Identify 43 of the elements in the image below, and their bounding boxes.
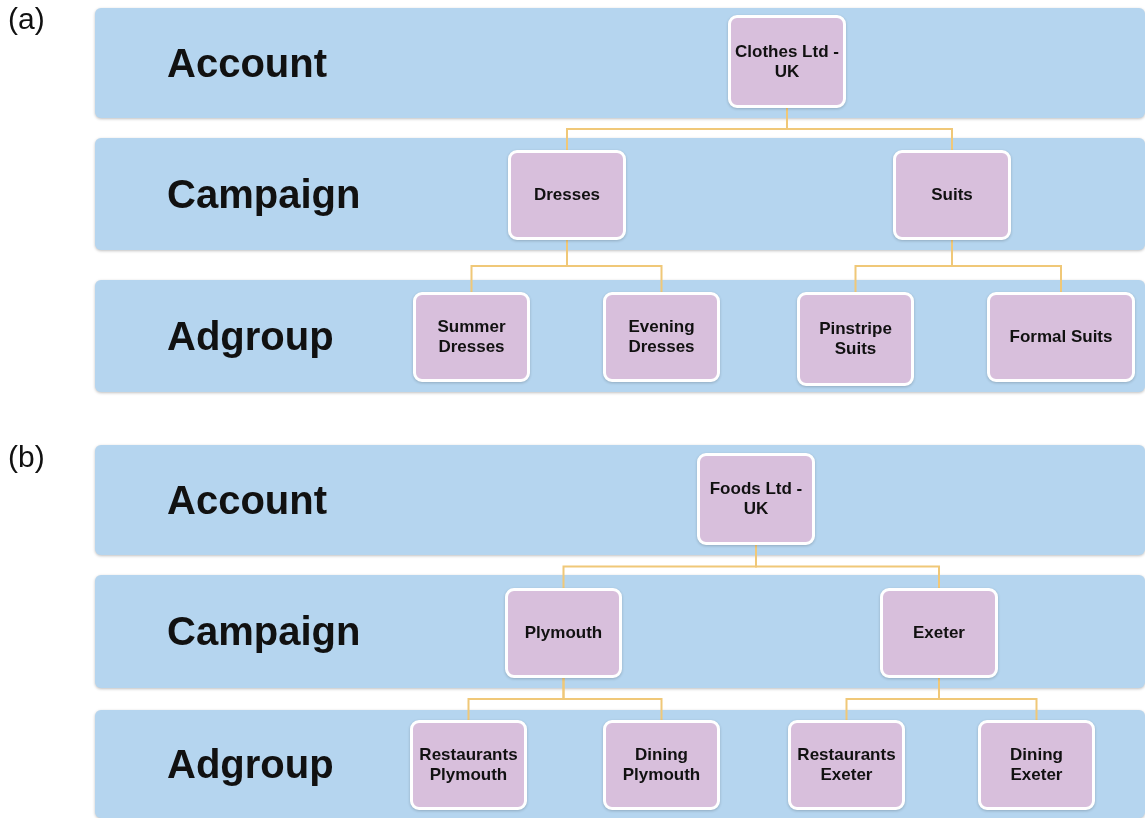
level-band: [95, 710, 1145, 818]
level-label: Account: [167, 476, 327, 524]
level-label: Adgroup: [167, 740, 334, 788]
node-label: Restaurants Exeter: [796, 745, 897, 785]
node-label: Foods Ltd -UK: [708, 479, 804, 519]
node-box: [697, 453, 815, 545]
level-label: Account: [167, 39, 327, 87]
node-box: [728, 15, 846, 108]
node-label: Dining Exeter: [1009, 745, 1064, 785]
level-band: [95, 8, 1145, 118]
node-label: Dresses: [532, 185, 602, 205]
node-box: [880, 588, 998, 678]
node-label: Plymouth: [523, 623, 604, 643]
level-band: [95, 445, 1145, 555]
node-box: [508, 150, 626, 240]
node-label: Evening Dresses: [627, 317, 696, 357]
level-band: [95, 280, 1145, 392]
node-label: Pinstripe Suits: [818, 319, 893, 359]
node-box: [978, 720, 1095, 810]
node-box: [603, 720, 720, 810]
panel-label: (b): [8, 440, 45, 474]
node-box: [893, 150, 1011, 240]
node-box: [505, 588, 622, 678]
connector-line: [562, 677, 663, 721]
level-label: Campaign: [167, 170, 361, 218]
panel-label: (a): [8, 2, 45, 36]
node-label: Suits: [930, 185, 974, 205]
node-label: Dining Plymouth: [621, 745, 702, 785]
node-label: Summer Dresses: [436, 317, 507, 357]
level-label: Campaign: [167, 608, 361, 655]
node-label: Formal Suits: [1008, 327, 1114, 347]
node-label: Exeter: [912, 623, 966, 643]
node-box: [410, 720, 527, 810]
level-band: [95, 138, 1145, 250]
node-label: Restaurants Plymouth: [418, 745, 519, 785]
level-label: Adgroup: [167, 312, 334, 360]
node-label: Clothes Ltd -UK: [734, 41, 840, 82]
node-box: [797, 292, 914, 386]
node-box: [603, 292, 720, 382]
node-box: [987, 292, 1135, 382]
level-band: [95, 575, 1145, 688]
node-box: [788, 720, 905, 810]
node-box: [413, 292, 530, 382]
